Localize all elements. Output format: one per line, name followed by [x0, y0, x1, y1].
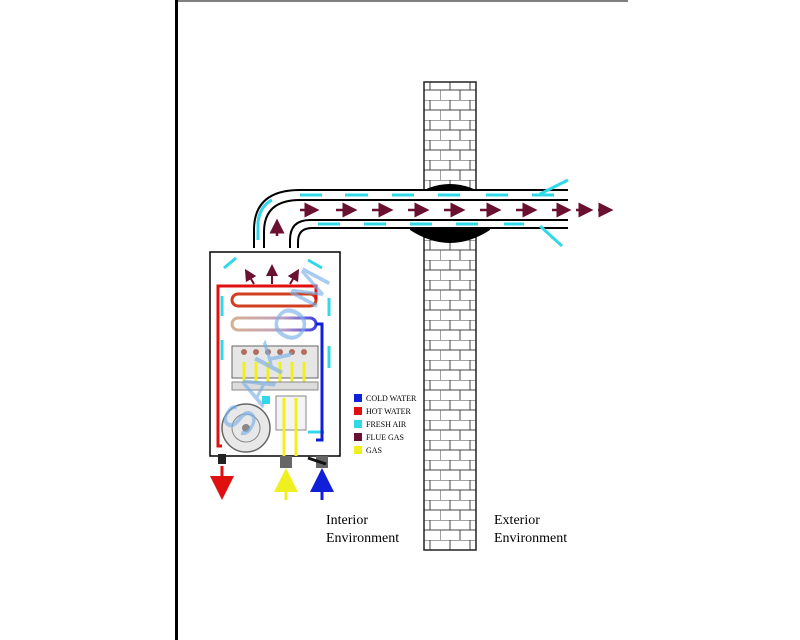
interior-label-line2: Environment — [326, 531, 399, 546]
exterior-label-line1: Exterior — [494, 513, 540, 528]
legend-label-gas: GAS — [366, 446, 382, 455]
exterior-label-line2: Environment — [494, 531, 567, 546]
legend-label-fresh-air: FRESH AIR — [366, 420, 407, 429]
legend: COLD WATER HOT WATER FRESH AIR FLUE GAS … — [354, 394, 417, 455]
interior-label-line1: Interior — [326, 513, 368, 528]
fresh-air-flow — [256, 178, 569, 248]
legend-swatch-fresh-air — [354, 420, 362, 428]
legend-label-hot-water: HOT WATER — [366, 407, 411, 416]
water-heater-unit — [209, 251, 341, 468]
flue-pipe — [253, 189, 568, 248]
legend-label-cold-water: COLD WATER — [366, 394, 417, 403]
legend-swatch-cold-water — [354, 394, 362, 402]
legend-swatch-gas — [354, 446, 362, 454]
legend-swatch-hot-water — [354, 407, 362, 415]
legend-label-flue-gas: FLUE GAS — [366, 433, 404, 442]
flue-gas-flow — [269, 202, 614, 236]
legend-swatch-flue-gas — [354, 433, 362, 441]
brick-wall — [410, 81, 490, 551]
